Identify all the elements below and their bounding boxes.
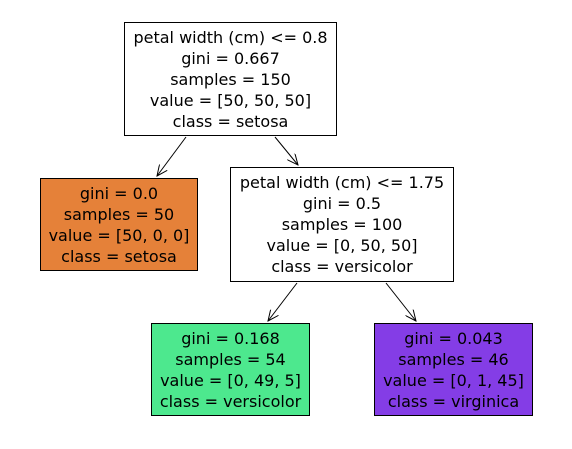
node-value: value = [0, 1, 45] bbox=[383, 370, 524, 390]
node-gini: gini = 0.168 bbox=[181, 328, 280, 348]
node-split-rule: petal width (cm) <= 0.8 bbox=[133, 27, 328, 47]
tree-node-virginica-leaf: gini = 0.043 samples = 46 value = [0, 1,… bbox=[374, 323, 533, 416]
node-samples: samples = 100 bbox=[281, 215, 403, 234]
node-gini: gini = 0.0 bbox=[79, 183, 159, 203]
node-gini: gini = 0.667 bbox=[181, 48, 280, 68]
node-class: class = versicolor bbox=[271, 257, 413, 276]
edge-root-to-left bbox=[157, 136, 187, 176]
node-class: class = setosa bbox=[172, 111, 289, 131]
node-value: value = [0, 49, 5] bbox=[160, 370, 301, 390]
edge-root-to-right bbox=[274, 136, 298, 165]
tree-node-versicolor-leaf: gini = 0.168 samples = 54 value = [0, 49… bbox=[151, 323, 310, 416]
node-value: value = [50, 50, 50] bbox=[149, 90, 312, 110]
node-gini: gini = 0.043 bbox=[404, 328, 503, 348]
node-value: value = [0, 50, 50] bbox=[266, 236, 418, 255]
node-class: class = setosa bbox=[61, 246, 177, 266]
node-samples: samples = 50 bbox=[63, 204, 175, 224]
tree-node-root: petal width (cm) <= 0.8 gini = 0.667 sam… bbox=[124, 22, 337, 136]
node-samples: samples = 54 bbox=[175, 349, 286, 369]
edge-right-to-rr bbox=[385, 282, 416, 321]
node-samples: samples = 150 bbox=[170, 69, 291, 89]
node-samples: samples = 46 bbox=[398, 349, 509, 369]
node-class: class = virginica bbox=[387, 391, 520, 411]
node-gini: gini = 0.5 bbox=[302, 194, 382, 213]
node-class: class = versicolor bbox=[159, 391, 302, 411]
tree-node-left-leaf: gini = 0.0 samples = 50 value = [50, 0, … bbox=[40, 178, 198, 271]
node-split-rule: petal width (cm) <= 1.75 bbox=[239, 173, 445, 192]
tree-node-right-split: petal width (cm) <= 1.75 gini = 0.5 samp… bbox=[230, 167, 454, 282]
edge-right-to-rl bbox=[268, 282, 298, 321]
node-value: value = [50, 0, 0] bbox=[48, 225, 190, 245]
